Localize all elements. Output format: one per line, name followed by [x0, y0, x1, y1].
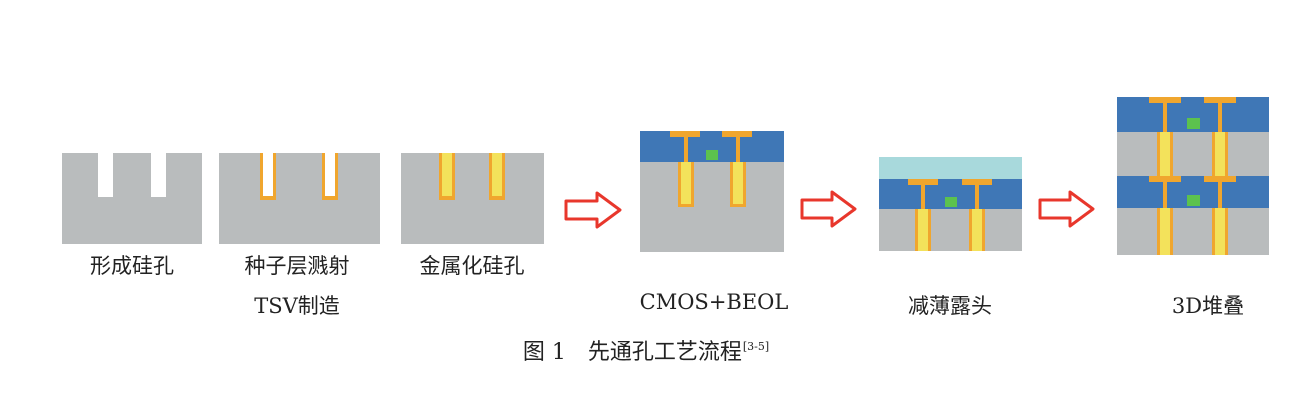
stage-form-holes	[62, 153, 202, 244]
figure-reference: [3-5]	[742, 340, 770, 353]
silicon-wafer	[1117, 208, 1269, 255]
figure-number: 图 1	[522, 340, 566, 365]
stage-seed-layer	[219, 153, 380, 244]
interconnect	[684, 137, 688, 162]
flow-arrow	[564, 191, 622, 229]
silicon-wafer	[62, 153, 202, 244]
device-green	[706, 150, 718, 160]
figure-caption: 图 1 先通孔工艺流程[3-5]	[523, 334, 769, 366]
label-form-holes: 形成硅孔	[90, 254, 174, 278]
via-copper-fill	[1215, 132, 1225, 176]
via-hole	[151, 153, 166, 197]
interconnect	[921, 185, 925, 209]
label-metallize: 金属化硅孔	[419, 254, 525, 278]
label-3d-stack: 3D堆叠	[1171, 294, 1245, 318]
interconnect	[1163, 103, 1167, 132]
metal-pad	[1149, 176, 1181, 182]
via-copper-fill	[492, 153, 502, 196]
stage-cmos-beol	[640, 131, 784, 252]
device-green	[1187, 118, 1200, 129]
metal-pad	[908, 179, 938, 185]
silicon-wafer	[879, 209, 1022, 251]
flow-arrow	[800, 190, 857, 228]
via-hole	[325, 153, 335, 196]
flow-arrow	[1038, 190, 1095, 228]
via-hole	[263, 153, 273, 196]
silicon-wafer	[401, 153, 544, 244]
via-copper-fill	[1160, 132, 1170, 176]
silicon-wafer	[1117, 132, 1269, 176]
interconnect	[975, 185, 979, 209]
figure-title: 先通孔工艺流程	[587, 340, 742, 365]
via-copper-fill	[1215, 208, 1225, 255]
via-copper-fill	[442, 153, 452, 196]
via-copper-fill	[681, 162, 691, 204]
label-thinning: 减薄露头	[908, 294, 992, 318]
carrier-layer	[879, 157, 1022, 179]
via-hole	[98, 153, 113, 197]
metal-pad	[962, 179, 992, 185]
metal-pad	[1204, 176, 1236, 182]
interconnect	[736, 137, 740, 162]
via-copper-fill	[972, 209, 982, 251]
label-seed-layer: 种子层溅射	[244, 254, 350, 278]
stage-metallize	[401, 153, 544, 244]
label-cmos-beol: CMOS+BEOL	[639, 290, 789, 314]
via-copper-fill	[1160, 208, 1170, 255]
stage-3d-stack	[1117, 97, 1269, 255]
interconnect	[1163, 182, 1167, 208]
via-copper-fill	[918, 209, 928, 251]
silicon-wafer	[219, 153, 380, 244]
label-tsv-group: TSV制造	[254, 294, 340, 318]
interconnect	[1218, 103, 1222, 132]
silicon-wafer	[640, 162, 784, 252]
stage-thinning	[879, 157, 1022, 251]
interconnect	[1218, 182, 1222, 208]
device-green	[1187, 195, 1200, 206]
metal-pad	[722, 131, 752, 137]
metal-pad	[1204, 97, 1236, 103]
device-green	[945, 197, 957, 207]
via-copper-fill	[733, 162, 743, 204]
metal-pad	[670, 131, 700, 137]
metal-pad	[1149, 97, 1181, 103]
